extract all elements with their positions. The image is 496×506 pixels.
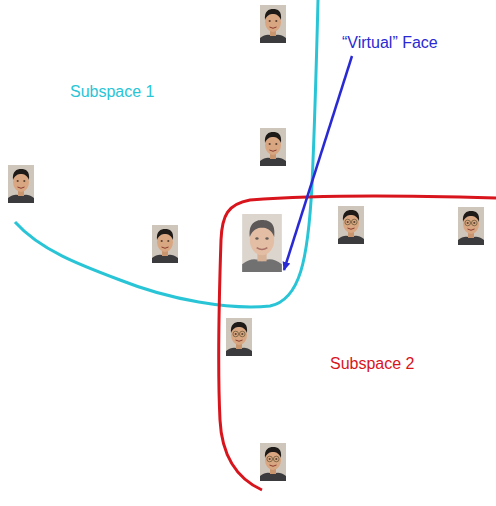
- subspace-curve: [15, 0, 318, 307]
- leader-arrow: [284, 56, 352, 270]
- callout-label: “Virtual” Face: [342, 34, 438, 52]
- subspace-label: Subspace 1: [70, 83, 155, 101]
- subspace-curve: [219, 196, 496, 490]
- subspace-label: Subspace 2: [330, 355, 415, 373]
